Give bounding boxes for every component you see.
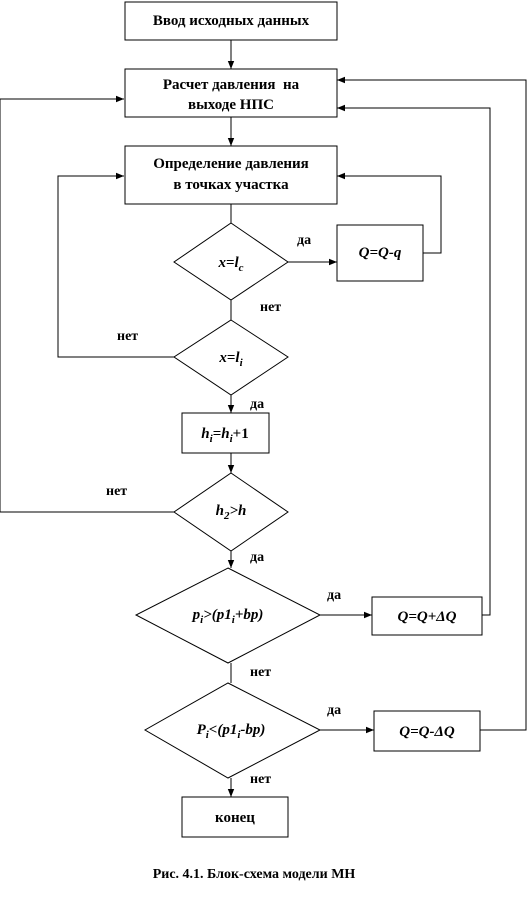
loop-qminus-to-pressure: [337, 76, 527, 731]
pressure-calc-box: Расчет давления на выходе НПС: [124, 68, 338, 118]
decision-p-gt-text: pi>(p1i+bp): [191, 607, 264, 626]
label-no-p-gt: нет: [250, 665, 271, 680]
box-q-minus-q-text: Q=Q-q: [359, 245, 402, 261]
loop-h2-no: [0, 95, 174, 513]
label-no-p-lt: нет: [250, 772, 271, 787]
label-yes-p-lt: да: [327, 703, 341, 718]
start-box: Ввод исходных данных: [124, 1, 338, 41]
points-calc-line2: в точках участка: [173, 177, 289, 193]
box-q-plus-dq-text: Q=Q+ΔQ: [397, 609, 456, 625]
box-q-plus-dq: Q=Q+ΔQ: [371, 596, 483, 636]
decision-p-gt: pi>(p1i+bp): [134, 567, 322, 664]
loop-q-to-points: [337, 172, 442, 254]
label-yes-p-gt: да: [327, 588, 341, 603]
figure-caption: Рис. 4.1. Блок-схема модели МН: [153, 867, 356, 882]
connectors: [0, 40, 527, 797]
box-q-minus-dq: Q=Q-ΔQ: [373, 710, 481, 752]
loop-li-no: [57, 172, 174, 358]
points-calc-line1: Определение давления: [153, 156, 309, 172]
box-hi-increment-text: hi=hi+1: [201, 426, 248, 445]
label-yes-lc: да: [297, 233, 311, 248]
decision-p-lt: Pi<(p1i-bp): [143, 682, 322, 779]
decision-x-eq-li: x=li: [173, 319, 289, 396]
label-yes-li: да: [250, 397, 264, 412]
end-box-text: конец: [215, 810, 255, 826]
label-no-h2: нет: [106, 484, 127, 499]
label-yes-h2: да: [250, 550, 264, 565]
branch-labels: да нет нет да нет да да нет да нет: [106, 233, 341, 787]
loop-qplus-to-pressure: [337, 104, 491, 616]
start-box-text: Ввод исходных данных: [153, 13, 310, 29]
pressure-calc-line1: Расчет давления на: [163, 77, 300, 93]
label-no-lc: нет: [260, 300, 281, 315]
decision-p-lt-text: Pi<(p1i-bp): [197, 722, 266, 741]
box-q-minus-q: Q=Q-q: [336, 224, 424, 282]
decision-x-eq-lc: x=lc: [173, 222, 289, 301]
pressure-calc-line2: выходе НПС: [188, 97, 274, 113]
decision-h2-gt-h-text: h2>h: [216, 503, 247, 522]
decision-x-eq-li-text: x=li: [218, 350, 243, 369]
box-hi-increment: hi=hi+1: [181, 412, 270, 454]
label-no-li: нет: [117, 329, 138, 344]
end-box: конец: [181, 796, 289, 838]
decision-h2-gt-h: h2>h: [173, 472, 289, 552]
decision-x-eq-lc-text: x=lc: [217, 255, 243, 274]
points-calc-box: Определение давления в точках участка: [124, 145, 338, 205]
box-q-minus-dq-text: Q=Q-ΔQ: [399, 724, 455, 740]
